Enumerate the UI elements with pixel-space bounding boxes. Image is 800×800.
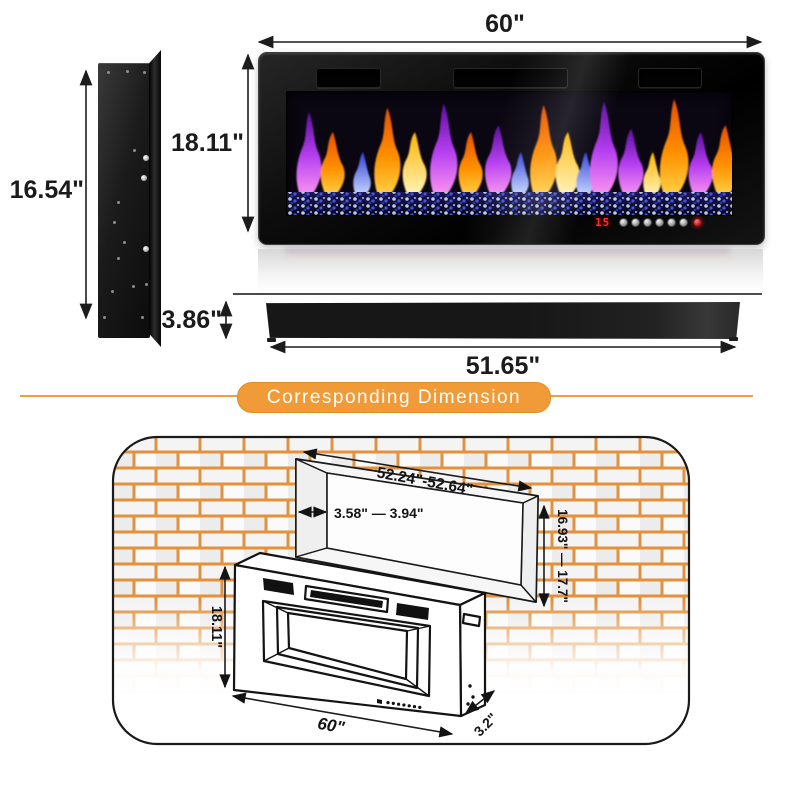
label-front-width: 60" <box>485 10 525 38</box>
flame-reflection <box>285 247 730 261</box>
recessed-box-view <box>266 302 740 339</box>
diagram-border <box>111 435 691 746</box>
fireplace-control-button <box>667 218 676 227</box>
installation-dimensions: 52.24"-52.64" 3.58" — 3.94" 16.93" — 17.… <box>208 448 570 739</box>
base-foot <box>267 338 276 342</box>
label-niche-depth: 3.58" — 3.94" <box>334 505 424 521</box>
dimension-arrows-top <box>79 35 763 354</box>
label-unit-height: 18.11" <box>208 606 224 648</box>
drawing-vent-center <box>310 590 383 608</box>
top-vent-center <box>453 68 568 88</box>
fireplace-control-button <box>655 218 664 227</box>
wall-niche <box>295 458 539 603</box>
fireplace-control-button <box>619 218 628 227</box>
wall-line <box>233 293 762 295</box>
label-base-height: 3.86" <box>161 306 222 334</box>
base-foot <box>729 337 738 341</box>
banner-title: Corresponding Dimension <box>266 386 522 408</box>
top-vent-left <box>316 68 381 88</box>
fireplace-control-button <box>631 218 640 227</box>
label-base-width: 51.65" <box>465 352 541 380</box>
fireplace-control-button <box>643 218 652 227</box>
unit-reflection <box>258 249 763 293</box>
flames-graphic <box>287 99 732 215</box>
label-side-height: 16.54" <box>9 176 84 204</box>
control-panel: 15 <box>595 216 755 230</box>
drawing-vent-left <box>263 578 294 595</box>
side-view-flange <box>149 50 161 347</box>
side-view-panel <box>98 63 150 338</box>
top-vent-right <box>638 68 702 88</box>
fireplace-glass <box>286 91 733 216</box>
section-banner: Corresponding Dimension <box>237 382 551 413</box>
fireplace-control-button <box>679 218 688 227</box>
fireplace-line-drawing <box>232 551 487 718</box>
label-unit-width: 60" <box>316 714 347 738</box>
drawing-vent-right <box>396 603 429 620</box>
power-button <box>693 218 702 227</box>
label-niche-height: 16.93" — 17.7" <box>555 509 570 603</box>
led-display: 15 <box>595 216 611 229</box>
label-front-height: 18.11" <box>170 129 244 157</box>
installation-diagram: 52.24"-52.64" 3.58" — 3.94" 16.93" — 17.… <box>111 435 691 746</box>
